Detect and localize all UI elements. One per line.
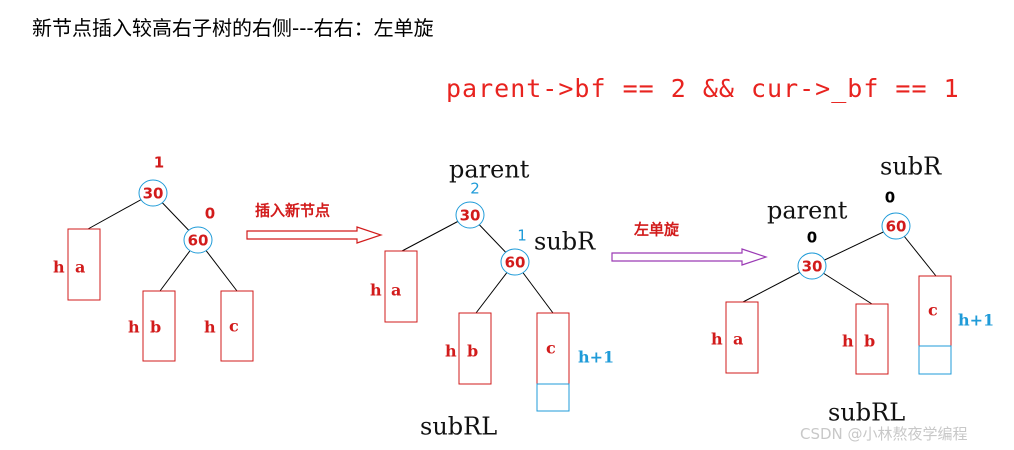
node-30-bf: 2 <box>470 180 480 198</box>
node-30-key: 30 <box>143 185 164 203</box>
subtree-b <box>458 312 492 385</box>
node-60 <box>183 226 213 254</box>
subR-label: subR <box>880 153 942 181</box>
watermark: CSDN @小林熬夜学编程 <box>800 425 968 443</box>
node-30-key: 30 <box>460 207 481 225</box>
subtree-b-label: b <box>150 318 161 337</box>
parent-label: parent <box>767 197 848 225</box>
moved-new-node-box <box>918 345 952 375</box>
diagram-title: 新节点插入较高右子树的右侧---右右：左单旋 <box>32 16 434 40</box>
tree-after-insert: h a h b c h+1 30 2 60 1 parent subR subR… <box>370 156 614 441</box>
rotation-condition: parent->bf == 2 && cur->_bf == 1 <box>446 74 960 103</box>
node-30-bf: 0 <box>807 229 817 247</box>
subtree-a-height: h <box>53 258 65 277</box>
subtree-a <box>725 301 759 374</box>
node-60-bf: 1 <box>517 227 527 245</box>
subtree-b-label: b <box>467 342 478 361</box>
subtree-a-height: h <box>711 330 723 349</box>
node-60 <box>881 212 911 240</box>
node-30-bf: 1 <box>154 154 164 172</box>
node-30 <box>455 201 485 229</box>
subtree-b-height: h <box>842 332 854 351</box>
subtree-a <box>67 228 101 301</box>
tree-before-insert: h a h b h c 30 1 60 0 <box>53 154 254 362</box>
node-60-key: 60 <box>505 254 526 272</box>
node-30-key: 30 <box>802 258 823 276</box>
subtree-c-label: c <box>229 317 239 336</box>
node-60 <box>500 248 530 276</box>
subtree-c <box>220 290 254 362</box>
node-60-bf: 0 <box>885 189 895 207</box>
node-30 <box>797 252 827 280</box>
subtree-c-label: c <box>546 339 556 358</box>
insert-arrow-shape <box>246 226 383 244</box>
new-node-box <box>536 383 570 412</box>
subtree-b-height: h <box>445 342 457 361</box>
insert-arrow: 插入新节点 <box>246 202 383 244</box>
edge-60-30 <box>811 225 897 267</box>
rotate-arrow-label: 左单旋 <box>633 221 680 239</box>
subtree-a-label: a <box>391 281 401 300</box>
subRL-label: subRL <box>420 413 497 441</box>
subtree-b <box>855 303 889 375</box>
subtree-a-label: a <box>75 258 85 277</box>
subtree-a-height: h <box>370 281 382 300</box>
rotate-arrow: 左单旋 <box>611 221 768 266</box>
node-30 <box>138 179 168 207</box>
subtree-c-label: c <box>928 301 938 320</box>
subtree-c-height: h <box>204 318 216 337</box>
subRL-label: subRL <box>828 399 905 427</box>
tree-after-rotation: h a h b c h+1 60 0 30 0 subR parent subR… <box>711 153 994 427</box>
rotate-arrow-shape <box>611 248 768 266</box>
subtree-c-height: h+1 <box>958 311 994 330</box>
insert-arrow-label: 插入新节点 <box>255 202 330 220</box>
parent-label: parent <box>449 156 530 184</box>
subtree-b-label: b <box>864 332 875 351</box>
node-60-bf: 0 <box>205 205 215 223</box>
node-60-key: 60 <box>886 218 907 236</box>
subtree-b-height: h <box>128 318 140 337</box>
subtree-a <box>384 250 418 323</box>
node-60-key: 60 <box>188 232 209 250</box>
subtree-a-label: a <box>733 330 743 349</box>
subtree-b <box>142 290 176 362</box>
subR-label: subR <box>534 228 596 256</box>
subtree-c-height: h+1 <box>578 348 614 367</box>
